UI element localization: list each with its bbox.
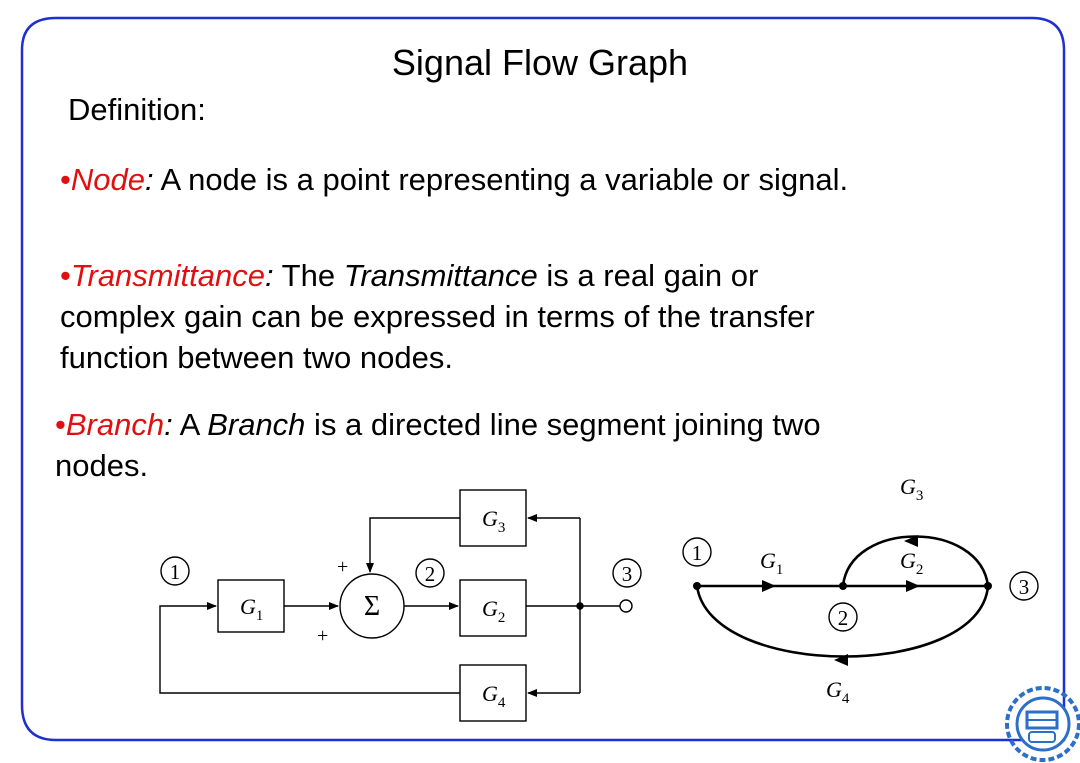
sfg-node-1: [693, 582, 701, 590]
transmittance-definition: •Transmittance: The Transmittance is a r…: [60, 255, 815, 378]
term-transmittance: Transmittance: [70, 258, 265, 293]
sfg-node-3: [984, 582, 992, 590]
sfg-gain-g4: G4: [826, 677, 850, 707]
block-g4: [459, 664, 527, 722]
bd-node-1-label: 1: [170, 560, 181, 584]
node-definition: •Node: A node is a point representing a …: [60, 159, 848, 200]
definition-label: Definition:: [68, 92, 206, 127]
bd-node-3-label: 3: [622, 562, 633, 586]
branch-line1: is a directed line segment joining two: [305, 407, 821, 442]
sfg-node-2: [839, 582, 847, 590]
transmittance-line3: function between two nodes.: [60, 340, 453, 375]
sfg-gain-g1: G1: [760, 548, 783, 578]
branch-italic: Branch: [207, 407, 306, 442]
term-colon: :: [264, 258, 274, 293]
sfg-gain-g3: G3: [900, 474, 923, 504]
branch-pre: A: [172, 407, 208, 442]
block-g1-label: G1: [240, 594, 263, 624]
bullet: •: [55, 407, 66, 442]
sfg-node-3-label: 3: [1019, 575, 1030, 599]
bullet: •: [60, 258, 71, 293]
block-g1: [217, 579, 285, 633]
sfg-node-1-label: 1: [692, 541, 703, 565]
block-g3-label: G3: [482, 506, 505, 536]
plus-sign-bottom: +: [317, 625, 328, 647]
block-g2-label: G2: [482, 596, 505, 626]
node-text: A node is a point representing a variabl…: [153, 162, 849, 197]
plus-sign-top: +: [337, 556, 348, 578]
term-node: Node: [70, 162, 145, 197]
transmittance-line1: is a real gain or: [537, 258, 759, 293]
bullet: •: [60, 162, 71, 197]
bd-node-2-label: 2: [425, 562, 436, 586]
slide-title: Signal Flow Graph: [391, 42, 689, 83]
transmittance-italic: Transmittance: [343, 258, 538, 293]
term-colon: :: [144, 162, 154, 197]
block-g2: [459, 579, 527, 637]
summer-symbol: Σ: [364, 591, 380, 622]
block-g4-label: G4: [482, 681, 506, 711]
block-g3: [459, 489, 527, 547]
branch-definition: •Branch: A Branch is a directed line seg…: [55, 404, 821, 486]
sfg-gain-g2: G2: [900, 548, 923, 578]
transmittance-line2: complex gain can be expressed in terms o…: [60, 299, 815, 334]
transmittance-pre: The: [273, 258, 344, 293]
sfg-node-2-label: 2: [838, 606, 849, 630]
university-seal-icon: [1005, 686, 1080, 762]
term-branch: Branch: [65, 407, 165, 442]
term-colon: :: [164, 407, 173, 442]
branch-line2: nodes.: [55, 448, 149, 483]
